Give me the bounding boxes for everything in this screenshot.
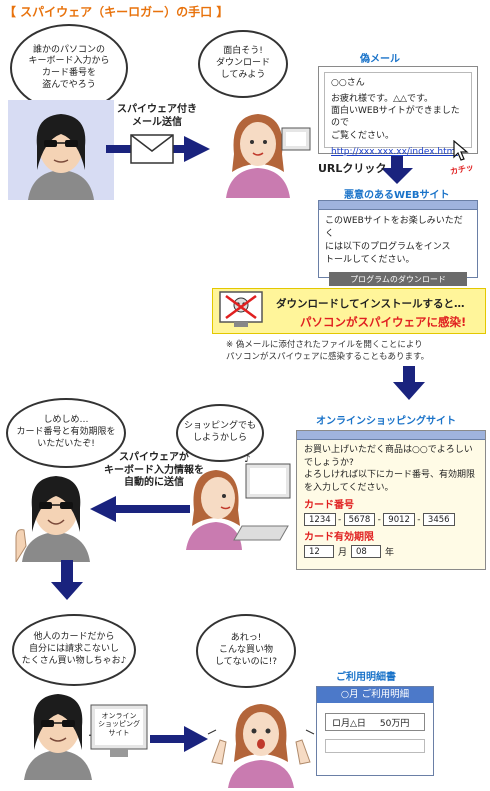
- skull-monitor-icon: [219, 291, 263, 327]
- malicious-site-title: 悪意のあるWEBサイト: [344, 190, 450, 201]
- woman-speech-bubble-1: 面白そう! ダウンロード してみよう: [198, 30, 288, 98]
- card-expiry-row: 12 月 08 年: [297, 545, 485, 559]
- woman-speech-bubble-2: ショッピングでも しようかしら: [176, 404, 264, 462]
- auto-send-arrow: [90, 496, 190, 522]
- infection-down-arrow: [393, 366, 425, 400]
- cursor-icon: [453, 140, 469, 161]
- statement-date: ロ月△日: [332, 718, 366, 729]
- fake-mail-recipient: ○○さん: [331, 78, 365, 88]
- page-title: 【 スパイウェア（キーロガー）の手口 】: [4, 5, 229, 19]
- warning-line-2: パソコンがスパイウェアに感染!: [300, 315, 467, 329]
- download-program-button[interactable]: プログラムのダウンロード: [329, 272, 467, 287]
- expiry-month-field[interactable]: 12: [304, 545, 334, 559]
- card-number-field-4[interactable]: 3456: [422, 513, 455, 527]
- hacker-figure-1: [8, 100, 114, 200]
- dash-separator: -: [338, 514, 342, 525]
- hacker-figure-2: [15, 476, 90, 562]
- statement-title: ご利用明細書: [336, 672, 396, 683]
- click-sound-label: カチッ: [449, 162, 475, 177]
- shopping-site-window: お買い上げいただく商品は○○でよろしい でしょうか? よろしければ以下にカード番…: [296, 430, 486, 570]
- statement-entry: ロ月△日 50万円: [325, 713, 425, 731]
- fake-mail-window: ○○さん お疲れ様です。△△です。 面白いWEBサイトができましたので ご覧くだ…: [318, 66, 478, 157]
- auto-send-caption: スパイウェアが キーボード入力情報を 自動的に送信: [104, 452, 204, 488]
- malicious-site-body: このWEBサイトをお楽しみいただく には以下のプログラムをインス トールしてくだ…: [325, 216, 463, 266]
- card-number-row: 1234 - 5678 - 9012 - 3456: [297, 513, 485, 527]
- shopping-site-body: お買い上げいただく商品は○○でよろしい でしょうか? よろしければ以下にカード番…: [304, 445, 476, 493]
- statement-empty-row: [325, 739, 425, 753]
- shocked-woman-figure: [207, 704, 315, 788]
- fake-mail-body: お疲れ様です。△△です。 面白いWEBサイトができましたので ご覧ください。: [331, 94, 460, 141]
- month-unit: 月: [338, 548, 348, 559]
- send-mail-caption: スパイウェア付き メール送信: [117, 104, 197, 128]
- woman-speech-bubble-3: あれっ! こんな買い物 してないのに!?: [196, 614, 296, 688]
- card-number-field-1[interactable]: 1234: [304, 513, 336, 527]
- infection-note: ※ 偽メールに添付されたファイルを開くことにより パソコンがスパイウェアに感染す…: [226, 340, 430, 362]
- scene2-down-arrow: [51, 560, 83, 600]
- window-title-bar: [319, 201, 477, 210]
- statement-header: ○月 ご利用明細: [317, 687, 433, 703]
- hacker-speech-bubble-1: 誰かのパソコンの キーボード入力から カード番号を 盗んでやろう: [10, 24, 128, 112]
- url-click-arrow: [381, 156, 413, 184]
- statement-amount: 50万円: [379, 718, 410, 729]
- hacker-speech-bubble-3: 他人のカードだから 自分には請求こないし たくさん買い物しちゃお♪: [12, 614, 136, 686]
- card-number-label: カード番号: [304, 500, 354, 512]
- card-number-field-2[interactable]: 5678: [343, 513, 376, 527]
- hacker-speech-bubble-2: しめしめ… カード番号と有効期限を いただいたぞ!: [6, 398, 126, 468]
- monitor-shopping-label: オンライン ショッピング サイト: [98, 712, 140, 737]
- warning-line-1: ダウンロードしてインストールすると…: [276, 298, 465, 310]
- year-unit: 年: [385, 548, 395, 559]
- card-number-field-3[interactable]: 9012: [383, 513, 415, 527]
- hacker-figure-3: ♪: [24, 694, 94, 780]
- svg-text:♪: ♪: [244, 454, 250, 465]
- fake-mail-link[interactable]: http://xxx.xxx.xx/index.html: [331, 146, 458, 157]
- card-expiry-label: カード有効期限: [304, 532, 374, 544]
- shopping-site-title: オンラインショッピングサイト: [316, 416, 456, 427]
- shopping-monitor-icon: [90, 704, 148, 757]
- expiry-year-field[interactable]: 08: [351, 545, 382, 559]
- woman-figure-1: [226, 114, 311, 198]
- woman-at-computer-figure: ♪: [186, 454, 291, 550]
- fake-mail-title: 偽メール: [360, 54, 400, 65]
- url-click-label: URLクリック: [318, 162, 387, 175]
- window-title-bar: [297, 431, 485, 440]
- malicious-site-window: このWEBサイトをお楽しみいただく には以下のプログラムをインス トールしてくだ…: [318, 200, 478, 287]
- dash-separator: -: [377, 514, 381, 525]
- envelope-icon: [130, 134, 174, 164]
- dash-separator: -: [417, 514, 421, 525]
- scene3-right-arrow: [150, 726, 208, 752]
- statement-document: ○月 ご利用明細 ロ月△日 50万円: [316, 686, 434, 776]
